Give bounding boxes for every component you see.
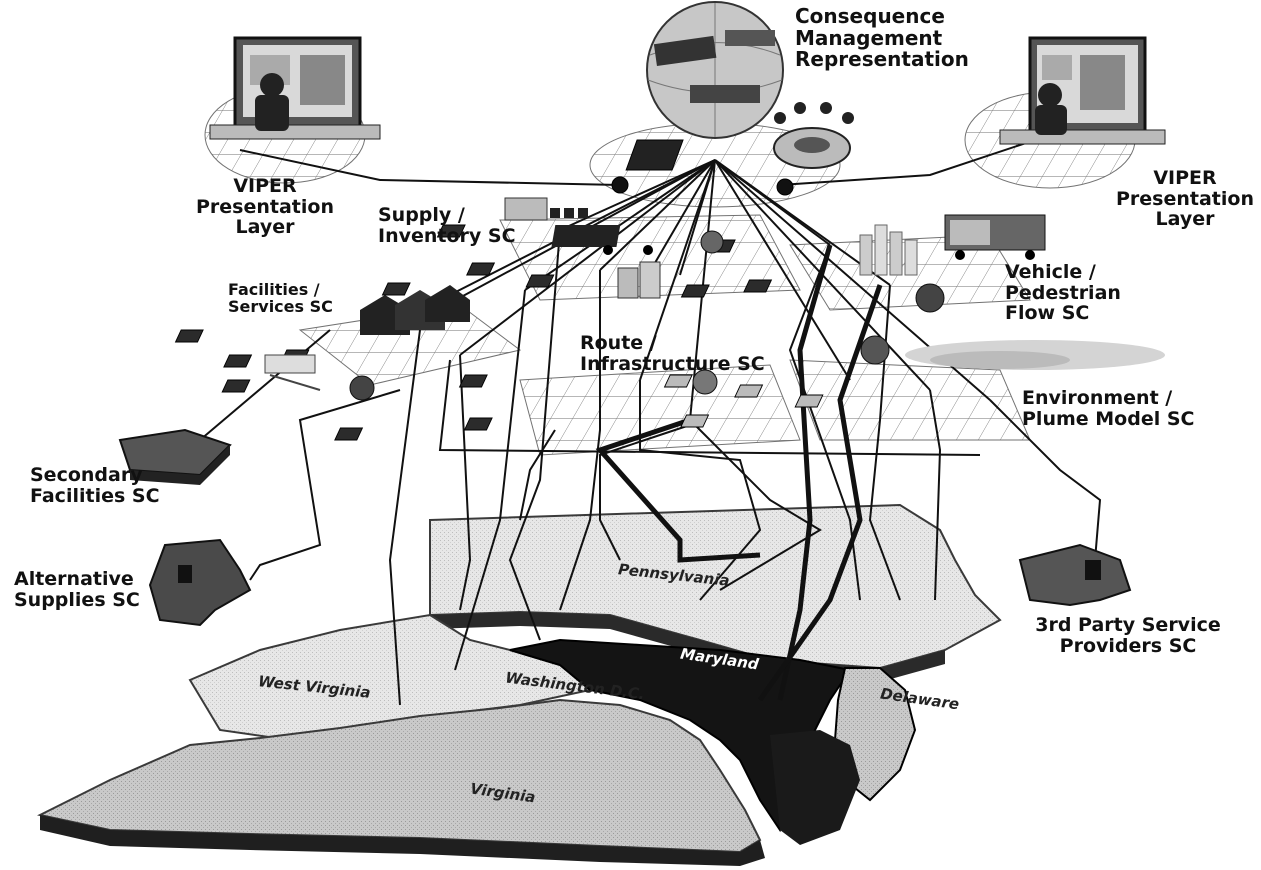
label-line: Plume Model SC: [1022, 409, 1194, 430]
label-line: Management: [795, 28, 969, 50]
label-secondary-facilities: Secondary Facilities SC: [30, 465, 160, 506]
label-line: Pedestrian: [1005, 283, 1121, 304]
label-line: Services SC: [228, 298, 333, 315]
third-party-icon: [1020, 545, 1130, 605]
label-line: Flow SC: [1005, 303, 1121, 324]
workstation-left-icon: [210, 38, 380, 139]
label-line: Route /: [580, 333, 765, 354]
label-line: Supply /: [378, 205, 516, 226]
label-line: VIPER: [1110, 168, 1260, 189]
label-line: Layer: [190, 217, 340, 238]
virginia-region: [40, 700, 760, 852]
label-line: Vehicle /: [1005, 262, 1121, 283]
globe-icon-3: [350, 376, 374, 400]
label-environment-plume: Environment / Plume Model SC: [1022, 388, 1194, 429]
plume-cloud-icon: [905, 340, 1165, 370]
command-table-icon: [774, 102, 854, 168]
label-line: Consequence: [795, 6, 969, 28]
globe-icon-5: [861, 336, 889, 364]
label-viper-right: VIPER Presentation Layer: [1110, 168, 1260, 230]
label-line: Layer: [1110, 209, 1260, 230]
label-line: Presentation: [190, 197, 340, 218]
supply-boxes-icon: [505, 198, 588, 220]
label-line: Supplies SC: [14, 590, 140, 611]
label-consequence-management: Consequence Management Representation: [795, 6, 969, 71]
alternative-supplies-icon: [150, 540, 250, 625]
label-line: Representation: [795, 49, 969, 71]
label-route-infrastructure: Route / Infrastructure SC: [580, 333, 765, 374]
label-line: Facilities SC: [30, 486, 160, 507]
globe-icon-1: [701, 231, 723, 253]
label-viper-left: VIPER Presentation Layer: [190, 176, 340, 238]
label-line: Alternative: [14, 569, 140, 590]
label-line: VIPER: [190, 176, 340, 197]
label-third-party: 3rd Party Service Providers SC: [1028, 615, 1228, 656]
label-vehicle-pedestrian: Vehicle / Pedestrian Flow SC: [1005, 262, 1121, 324]
label-line: Facilities /: [228, 281, 333, 298]
label-line: Providers SC: [1028, 636, 1228, 657]
label-line: Environment /: [1022, 388, 1194, 409]
label-line: Presentation: [1110, 189, 1260, 210]
label-line: Inventory SC: [378, 226, 516, 247]
label-supply-inventory: Supply / Inventory SC: [378, 205, 516, 246]
label-line: 3rd Party Service: [1028, 615, 1228, 636]
lab-equipment-icon: [265, 355, 320, 390]
label-alternative-supplies: Alternative Supplies SC: [14, 569, 140, 610]
label-facilities-services: Facilities / Services SC: [228, 281, 333, 316]
label-line: Secondary: [30, 465, 160, 486]
globe-icon-2: [916, 284, 944, 312]
label-line: Infrastructure SC: [580, 354, 765, 375]
